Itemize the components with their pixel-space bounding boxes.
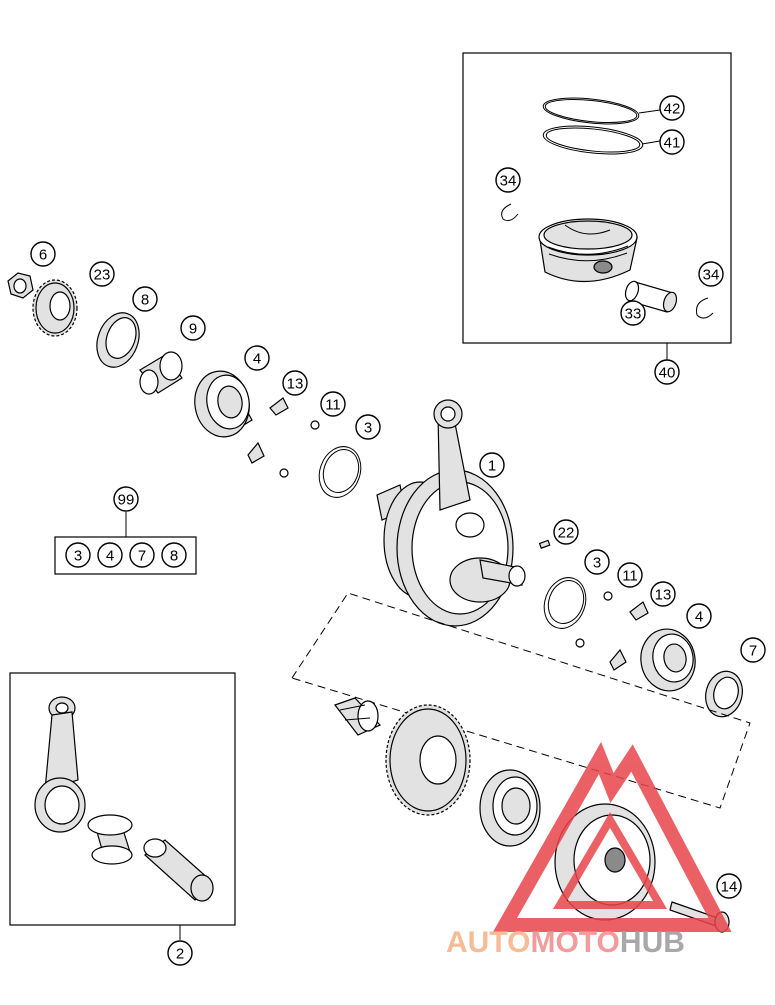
conrod-kit-frame	[9, 672, 236, 926]
callout-label: 13	[655, 587, 672, 604]
callout-1: 1	[479, 452, 505, 478]
callout-7: 7	[740, 637, 766, 663]
starter-gear	[385, 704, 471, 816]
callout-label: 3	[364, 420, 372, 437]
oil-seal-ring	[96, 312, 140, 368]
callout-3: 3	[355, 414, 381, 440]
watermark-triangle-icon	[492, 741, 732, 932]
callout-label: 13	[287, 376, 304, 393]
callout-6: 6	[30, 241, 56, 267]
callout-4: 4	[686, 603, 712, 629]
watermark-logo: AUTOMOTOHUB	[446, 741, 732, 959]
nut	[7, 272, 34, 299]
callout-11: 11	[617, 562, 643, 588]
callout-41: 41	[659, 129, 685, 155]
bearing-retainer-plate-right	[629, 601, 649, 621]
connecting-rod	[34, 696, 86, 833]
callout-label: 42	[664, 101, 681, 118]
callout-23: 23	[89, 261, 115, 287]
callout-label: 4	[253, 351, 261, 368]
callout-label: 40	[659, 365, 676, 382]
callout-22: 22	[553, 519, 579, 545]
piston-ring-lower	[542, 125, 644, 155]
kit-99-item-4: 4	[97, 542, 123, 568]
callout-3: 3	[584, 549, 610, 575]
callout-label: 99	[118, 492, 135, 509]
piston-group-frame	[462, 52, 732, 344]
watermark-text-moto: MOTO	[530, 926, 619, 959]
kit-99-item-label: 7	[138, 548, 146, 565]
callout-4: 4	[244, 345, 270, 371]
retainer-screw-right	[575, 591, 613, 648]
callout-label: 7	[749, 643, 757, 660]
spacer-sleeve	[139, 351, 183, 395]
crank-bearing-right	[640, 628, 696, 692]
kit-99-item-8: 8	[161, 542, 187, 568]
callout-label: 22	[558, 525, 575, 542]
shim-ring-left	[318, 446, 362, 498]
watermark-text-hub: HUB	[620, 926, 685, 959]
callout-13: 13	[650, 581, 676, 607]
bearing-retainer-plate	[269, 397, 289, 416]
piston-pin	[624, 280, 678, 313]
callout-label: 23	[94, 267, 111, 284]
starter-clutch-group-outline	[291, 592, 751, 809]
needle-bearing	[334, 697, 382, 736]
callout-label: 33	[625, 306, 642, 323]
callout-label: 3	[593, 555, 601, 572]
piston-circlip-left	[501, 203, 519, 222]
kit-99-item-3: 3	[65, 542, 91, 568]
freewheel	[479, 769, 541, 847]
callout-99: 99	[113, 486, 139, 512]
bearing-retainer-plate-right-lower	[609, 648, 627, 671]
callout-11: 11	[320, 391, 346, 417]
kit-99-item-7: 7	[129, 542, 155, 568]
callout-label: 41	[664, 135, 681, 152]
callout-9: 9	[180, 315, 206, 341]
piston	[538, 218, 638, 283]
bearing-retainer-plate-lower	[247, 441, 265, 464]
callout-34: 34	[698, 261, 724, 287]
callout-label: 4	[695, 609, 703, 626]
callout-14: 14	[716, 873, 742, 899]
piston-ring-upper	[542, 97, 640, 125]
flywheel	[554, 803, 656, 921]
crankshaft-assembly	[376, 399, 526, 627]
callout-label: 34	[500, 173, 517, 190]
kit-99-item-label: 8	[170, 548, 178, 565]
crank-bearing-left	[194, 370, 253, 438]
callout-label: 34	[703, 267, 720, 284]
callout-42: 42	[659, 95, 685, 121]
callout-label: 2	[176, 946, 184, 963]
shim-ring-right	[543, 577, 587, 629]
oil-seal-right	[705, 670, 743, 718]
primary-gear	[32, 279, 78, 337]
callout-label: 1	[488, 458, 496, 475]
svg-text:AUTOMOTOHUB: AUTOMOTOHUB	[446, 926, 685, 959]
callout-40: 40	[654, 359, 680, 385]
callout-13: 13	[282, 370, 308, 396]
watermark-text-auto: AUTO	[446, 926, 530, 959]
callout-8: 8	[132, 286, 158, 312]
woodruff-key	[538, 539, 551, 549]
callout-34: 34	[495, 167, 521, 193]
retainer-screw	[279, 420, 320, 478]
callout-label: 11	[622, 568, 638, 585]
piston-circlip-right	[696, 297, 714, 319]
callout-label: 9	[189, 321, 197, 338]
callout-label: 11	[325, 397, 341, 414]
crank-pin	[143, 838, 214, 902]
callout-label: 8	[141, 292, 149, 309]
callout-label: 14	[721, 879, 738, 896]
callout-33: 33	[620, 300, 646, 326]
callout-label: 6	[39, 247, 47, 264]
callout-2: 2	[167, 940, 193, 966]
conrod-bearing	[87, 814, 133, 865]
kit-99-item-label: 3	[74, 548, 82, 565]
kit-99-item-label: 4	[106, 548, 114, 565]
